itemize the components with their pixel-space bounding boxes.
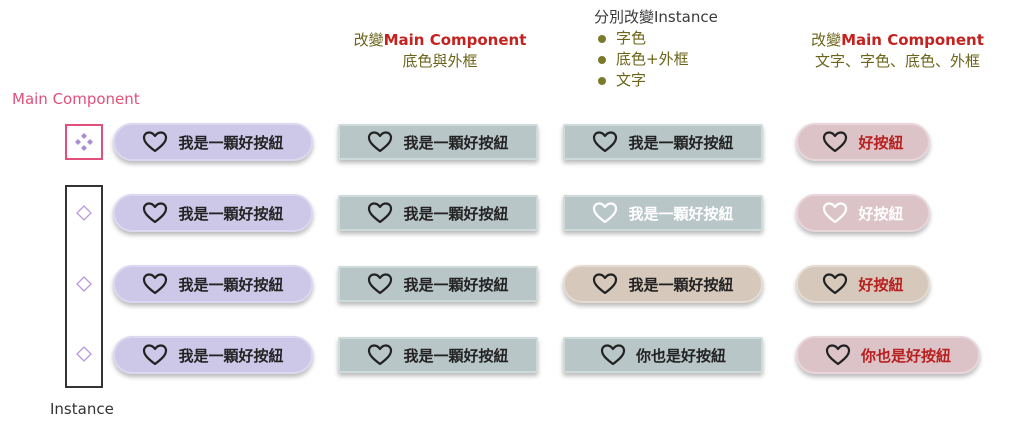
button-label: 我是一顆好按紐 (178, 346, 284, 365)
button-label: 我是一顆好按紐 (403, 133, 509, 152)
heart-outline-icon (825, 344, 851, 366)
col4-header-prefix: 改變 (811, 31, 842, 49)
heart-outline-icon (593, 131, 618, 153)
button-instance-text[interactable]: 你也是好按紐 (563, 337, 763, 373)
button-label: 我是一顆好按紐 (628, 204, 734, 223)
button-instance[interactable]: 我是一顆好按紐 (113, 336, 313, 374)
heart-outline-icon (823, 202, 848, 224)
instance-diamond-icon (76, 205, 92, 221)
col3-header-bullets: 字色 底色+外框 文字 (594, 28, 718, 91)
button-label: 我是一顆好按紐 (628, 133, 734, 152)
button-instance-text[interactable]: 你也是好按紐 (796, 336, 980, 374)
instance-box (65, 185, 103, 388)
instance-label: Instance (50, 400, 114, 418)
heart-outline-icon (368, 131, 393, 153)
heart-outline-icon (368, 202, 393, 224)
col4-header: 改變Main Component 文字、字色、底色、外框 (795, 30, 1000, 72)
main-component-box (65, 124, 103, 160)
heart-outline-icon (143, 202, 168, 224)
button-main-component[interactable]: 我是一顆好按紐 (563, 124, 763, 160)
button-instance-text-color[interactable]: 好按紐 (796, 194, 930, 232)
col3-bullet: 字色 (594, 28, 718, 49)
button-label: 我是一顆好按紐 (403, 204, 509, 223)
col2-header-highlight: Main Component (383, 31, 527, 49)
col4-header-line2: 文字、字色、底色、外框 (814, 52, 980, 70)
main-component-label: Main Component (12, 90, 140, 108)
heart-outline-icon (143, 344, 168, 366)
heart-outline-icon (143, 131, 168, 153)
button-label: 我是一顆好按紐 (403, 275, 509, 294)
col4-header-highlight: Main Component (841, 31, 984, 49)
button-label: 你也是好按紐 (860, 346, 951, 365)
button-instance-text-color[interactable]: 我是一顆好按紐 (563, 195, 763, 231)
button-main-component[interactable]: 好按紐 (796, 123, 930, 161)
col3-bullet: 底色+外框 (594, 49, 718, 70)
col2-header-prefix: 改變 (353, 31, 384, 49)
heart-outline-icon (143, 273, 168, 295)
button-instance-bg-border[interactable]: 好按紐 (796, 265, 930, 303)
button-instance[interactable]: 我是一顆好按紐 (338, 266, 538, 302)
heart-outline-icon (593, 202, 618, 224)
instance-diamond-icon (76, 346, 92, 362)
col3-bullet: 文字 (594, 70, 718, 91)
button-label: 好按紐 (858, 133, 904, 152)
component-icon (75, 133, 93, 151)
col2-header-line2: 底色與外框 (402, 52, 478, 70)
button-label: 我是一顆好按紐 (178, 204, 284, 223)
button-label: 我是一顆好按紐 (178, 275, 284, 294)
button-instance[interactable]: 我是一顆好按紐 (113, 265, 313, 303)
heart-outline-icon (368, 344, 393, 366)
button-main-component[interactable]: 我是一顆好按紐 (113, 123, 313, 161)
button-label: 好按紐 (858, 275, 904, 294)
col3-header-title: 分別改變Instance (594, 8, 718, 26)
heart-outline-icon (368, 273, 393, 295)
button-label: 我是一顆好按紐 (403, 346, 509, 365)
button-label: 你也是好按紐 (635, 346, 726, 365)
heart-outline-icon (823, 273, 848, 295)
col2-header: 改變Main Component 底色與外框 (340, 30, 540, 72)
heart-outline-icon (593, 273, 618, 295)
heart-outline-icon (600, 344, 626, 366)
button-instance-bg-border[interactable]: 我是一顆好按紐 (563, 265, 763, 303)
instance-diamond-icon (76, 276, 92, 292)
button-label: 我是一顆好按紐 (628, 275, 734, 294)
heart-outline-icon (823, 131, 848, 153)
button-instance[interactable]: 我是一顆好按紐 (338, 337, 538, 373)
button-instance[interactable]: 我是一顆好按紐 (113, 194, 313, 232)
col3-header: 分別改變Instance 字色 底色+外框 文字 (594, 7, 718, 91)
button-label: 好按紐 (858, 204, 904, 223)
button-instance[interactable]: 我是一顆好按紐 (338, 195, 538, 231)
button-label: 我是一顆好按紐 (178, 133, 284, 152)
button-main-component[interactable]: 我是一顆好按紐 (338, 124, 538, 160)
